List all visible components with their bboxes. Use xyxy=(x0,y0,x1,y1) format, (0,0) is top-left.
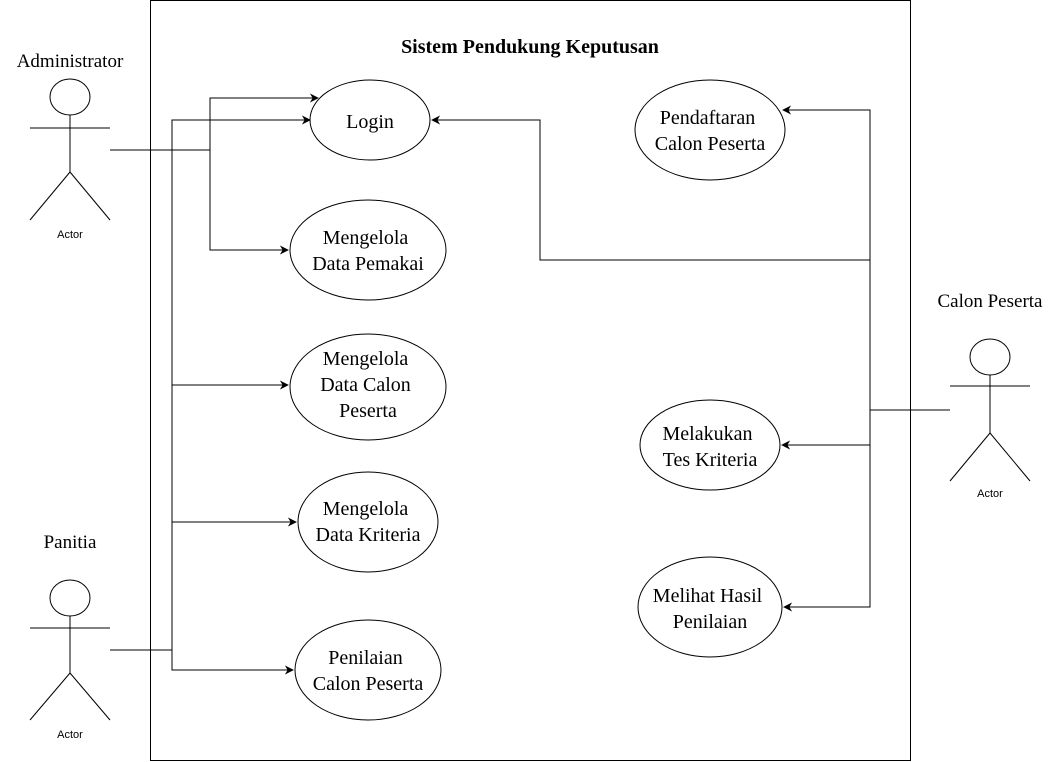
associations-panitia xyxy=(110,115,311,675)
stick-figure-icon xyxy=(949,338,1031,482)
svg-text:Mengelola Data Kriteria: Mengelola Data Kriteria xyxy=(316,498,421,546)
actor-stereotype: Actor xyxy=(57,729,83,741)
use-case-label: Peserta xyxy=(339,400,397,422)
use-case-melakukan-tes-kriteria[interactable]: Melakukan Tes Kriteria xyxy=(639,399,781,491)
use-case-melihat-hasil-penilaian[interactable]: Melihat Hasil Penilaian xyxy=(637,556,783,658)
actor-stereotype: Actor xyxy=(57,229,83,241)
use-case-label: Data Pemakai xyxy=(312,253,424,275)
svg-text:Melihat Hasil Penilaian: Melihat Hasil Penilaian xyxy=(653,585,767,633)
svg-text:Pendaftaran Calon Pesert: Pendaftaran Calon Peserta xyxy=(655,107,766,155)
stick-figure-icon xyxy=(29,579,111,721)
association-arrow-calon-peserta-melihat-hasil-penilaian[interactable] xyxy=(783,445,871,612)
use-case-mengelola-data-calon-peserta[interactable]: Mengelola Data Calon Peserta xyxy=(289,333,447,441)
stick-figure-icon xyxy=(29,78,111,221)
association-arrow-panitia-penilaian-calon-peserta[interactable] xyxy=(171,650,294,675)
svg-text:Mengelola Data Pemakai: Mengelola Data Pemakai xyxy=(312,227,424,275)
use-case-label: Login xyxy=(346,111,394,133)
use-case-label: Data Kriteria xyxy=(316,524,421,546)
use-case-label: Penilaian xyxy=(673,611,747,633)
use-case-label: Mengelola xyxy=(323,348,409,370)
actor-panitia[interactable]: Panitia Actor xyxy=(29,532,111,741)
use-case-label: Tes Kriteria xyxy=(663,449,758,471)
use-case-label: Calon Peserta xyxy=(313,673,424,695)
association-arrow-panitia-login[interactable] xyxy=(171,115,311,650)
association-arrow-administrator-login[interactable] xyxy=(209,93,319,150)
system-boundary[interactable] xyxy=(150,0,911,761)
svg-text:Login: Login xyxy=(346,111,394,133)
associations-administrator xyxy=(110,93,319,255)
use-case-pendaftaran-calon-peserta[interactable]: Pendaftaran Calon Peserta xyxy=(634,79,786,181)
associations-calon-peserta xyxy=(431,105,950,612)
svg-text:Melakukan Tes Kriteria: Melakukan Tes Kriteria xyxy=(663,423,758,471)
association-arrow-administrator-mengelola-data-pemakai[interactable] xyxy=(209,150,289,255)
svg-text:Mengelola Data Calon: Mengelola Data Calon Peserta xyxy=(320,348,416,422)
actor-stereotype: Actor xyxy=(977,488,1003,500)
actor-administrator[interactable]: Administrator Actor xyxy=(17,51,124,241)
association-arrow-calon-peserta-pendaftaran[interactable] xyxy=(782,105,871,410)
use-case-label: Data Calon xyxy=(320,374,411,396)
actor-name: Calon Peserta xyxy=(937,291,1043,312)
svg-text:Penilaian Calon Peserta: Penilaian Calon Peserta xyxy=(313,647,424,695)
actor-name: Panitia xyxy=(44,532,97,553)
actor-name: Administrator xyxy=(17,51,124,72)
use-case-penilaian-calon-peserta[interactable]: Penilaian Calon Peserta xyxy=(294,619,442,721)
actor-calon-peserta[interactable]: Calon Peserta Actor xyxy=(937,291,1043,500)
use-case-label: Calon Peserta xyxy=(655,133,766,155)
use-case-label: Pendaftaran xyxy=(660,107,756,129)
use-case-mengelola-data-pemakai[interactable]: Mengelola Data Pemakai xyxy=(289,199,447,301)
use-case-label: Melihat Hasil xyxy=(653,585,763,607)
use-case-label: Mengelola xyxy=(323,227,409,249)
association-arrow-calon-peserta-login[interactable] xyxy=(431,115,870,261)
use-case-label: Penilaian xyxy=(328,647,402,669)
use-case-label: Melakukan xyxy=(663,423,753,445)
use-case-label: Mengelola xyxy=(323,498,409,520)
use-case-mengelola-data-kriteria[interactable]: Mengelola Data Kriteria xyxy=(297,471,439,573)
system-title: Sistem Pendukung Keputusan xyxy=(401,36,659,58)
use-case-login[interactable]: Login xyxy=(309,79,431,161)
